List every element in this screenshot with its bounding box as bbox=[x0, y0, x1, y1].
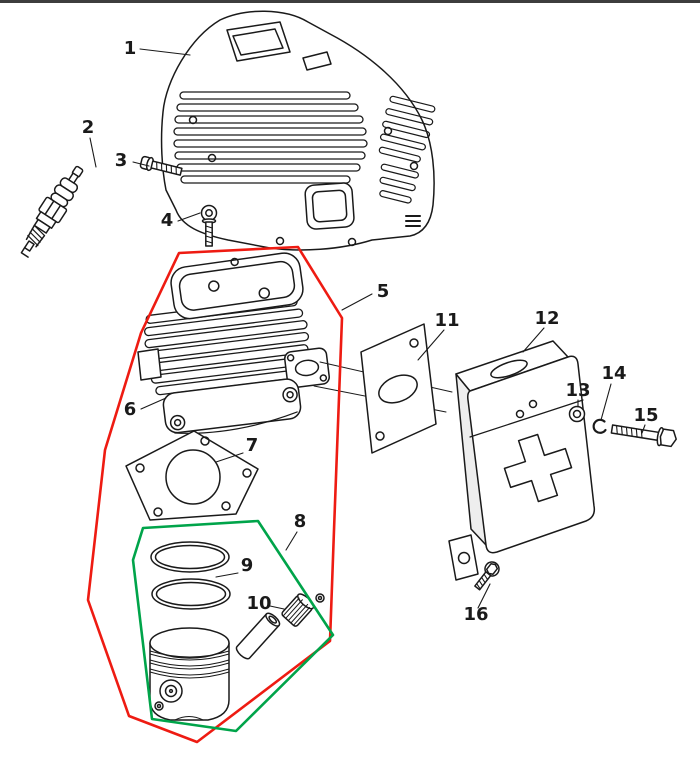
part-label-13: 13 bbox=[565, 380, 590, 401]
cylinder-intake-stub bbox=[137, 348, 162, 381]
cover-latch bbox=[302, 51, 332, 71]
hex-bolt bbox=[610, 424, 677, 448]
muffler-bracket bbox=[448, 534, 479, 581]
muffler-cross-rib bbox=[503, 433, 573, 503]
part-label-1: 1 bbox=[124, 38, 137, 59]
part-labels: 1 2 3 4 5 6 7 8 9 10 11 12 13 14 15 16 bbox=[82, 38, 659, 625]
wrist-pin bbox=[235, 612, 281, 660]
cover-access-plate bbox=[304, 182, 355, 230]
part-label-2: 2 bbox=[82, 117, 95, 138]
cylinder-assembly-outline-red bbox=[86, 245, 344, 744]
part-label-12: 12 bbox=[534, 308, 559, 329]
spark-plug bbox=[20, 165, 84, 258]
part-label-4: 4 bbox=[161, 210, 174, 231]
piston-assembly-outline-green bbox=[131, 519, 335, 733]
part-label-8: 8 bbox=[294, 511, 307, 532]
part-label-10: 10 bbox=[246, 593, 271, 614]
exhaust-flange bbox=[284, 347, 330, 389]
cover-vent-marks bbox=[405, 215, 421, 227]
engine-cover bbox=[160, 10, 436, 251]
cover-louvers bbox=[173, 91, 368, 184]
part-label-9: 9 bbox=[241, 555, 254, 576]
needle-bearing bbox=[281, 593, 325, 627]
part-label-11: 11 bbox=[434, 310, 459, 331]
muffler-gasket bbox=[360, 323, 437, 454]
cylinder bbox=[137, 252, 330, 434]
cover-side-louvers bbox=[378, 95, 436, 204]
flat-washer bbox=[568, 405, 586, 423]
part-label-16: 16 bbox=[463, 604, 488, 625]
piston-rings bbox=[150, 541, 231, 610]
screw-socket bbox=[200, 204, 218, 247]
part-label-14: 14 bbox=[601, 363, 626, 384]
cover-window bbox=[226, 21, 291, 62]
piston bbox=[149, 627, 230, 721]
part-label-5: 5 bbox=[377, 281, 390, 302]
part-label-3: 3 bbox=[115, 150, 128, 171]
cylinder-top-plate bbox=[170, 252, 304, 320]
part-label-6: 6 bbox=[124, 399, 137, 420]
part-label-7: 7 bbox=[246, 435, 259, 456]
base-gasket bbox=[125, 430, 259, 521]
part-label-15: 15 bbox=[633, 405, 658, 426]
diagram-art bbox=[20, 10, 677, 721]
lock-washer bbox=[592, 418, 607, 434]
leader-lines bbox=[89, 48, 646, 610]
muffler bbox=[448, 340, 596, 581]
cover-screw-dots bbox=[188, 115, 419, 247]
cylinder-skirt bbox=[162, 378, 302, 434]
muffler-screw bbox=[474, 561, 500, 591]
